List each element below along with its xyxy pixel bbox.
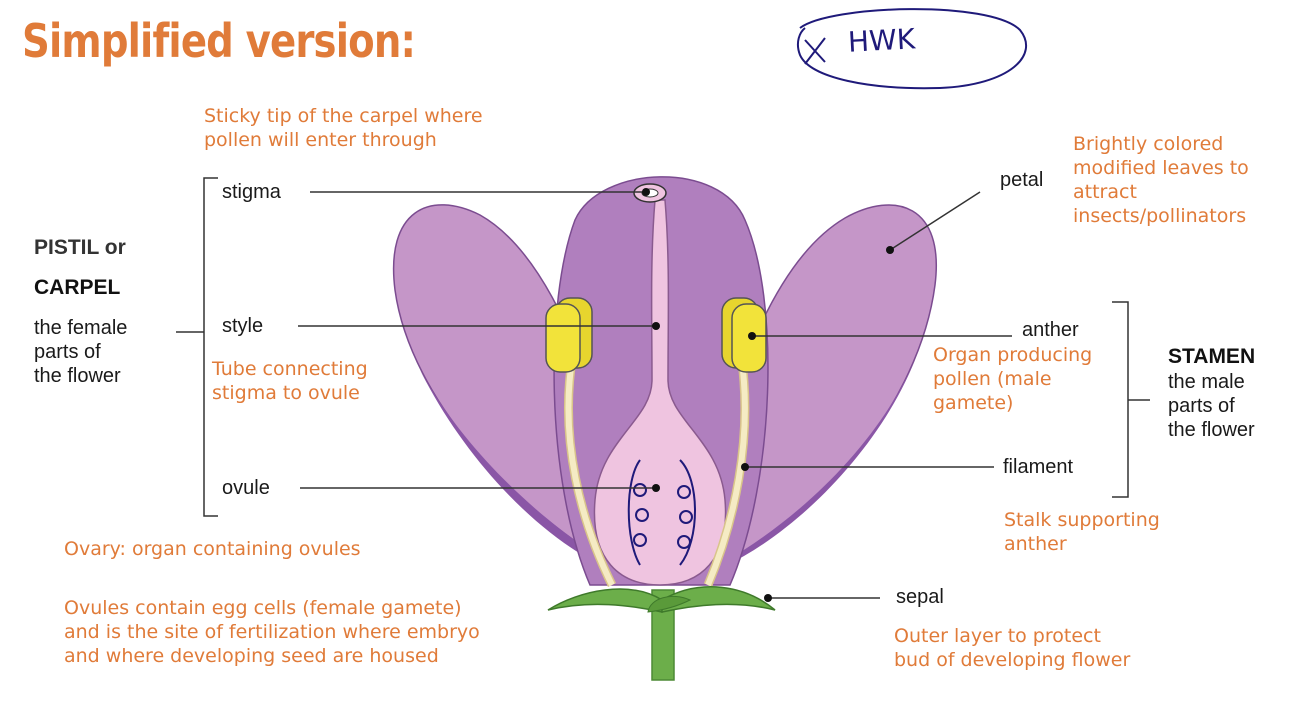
carpel-heading: CARPEL (34, 276, 121, 299)
left-sepal (547, 588, 663, 613)
right-sepal (661, 586, 776, 613)
stigma-label: stigma (222, 181, 281, 203)
style-label: style (222, 315, 264, 337)
ovule-label: ovule (222, 477, 270, 499)
ovules-note: Ovules contain egg cells (female gamete)… (64, 597, 480, 667)
pistil-heading: PISTIL or (34, 236, 126, 259)
pistil-description: the female parts of the flower (34, 317, 128, 387)
handwritten-circle (796, 8, 1027, 90)
handwritten-note: HWK (847, 22, 916, 59)
anther-note: Organ producing pollen (male gamete) (933, 344, 1093, 414)
page-title: Simplified version: (22, 14, 416, 68)
handwritten-ovules (627, 459, 696, 566)
sepal-label: sepal (896, 586, 944, 608)
stamen-description: the male parts of the flower (1168, 371, 1255, 441)
left-anther (545, 303, 581, 373)
pistil-bracket (176, 177, 218, 517)
petal-label: petal (1000, 169, 1044, 191)
stigma-note: Sticky tip of the carpel where pollen wi… (204, 105, 483, 151)
sepal-note: Outer layer to protect bud of developing… (894, 625, 1131, 671)
filament-label: filament (1003, 456, 1074, 478)
petal-note: Brightly colored modified leaves to attr… (1073, 133, 1249, 227)
anther-label: anther (1022, 319, 1079, 341)
filament-note: Stalk supporting anther (1004, 509, 1160, 555)
style-note: Tube connecting stigma to ovule (212, 358, 368, 404)
left-filament-inner (565, 359, 615, 587)
petal-pointer (889, 191, 981, 251)
stamen-heading: STAMEN (1168, 345, 1256, 368)
stem (651, 589, 675, 681)
right-filament-inner (705, 361, 748, 587)
stamen-bracket (1112, 301, 1150, 498)
center-sepal (647, 596, 692, 613)
ovary-note: Ovary: organ containing ovules (64, 538, 361, 560)
